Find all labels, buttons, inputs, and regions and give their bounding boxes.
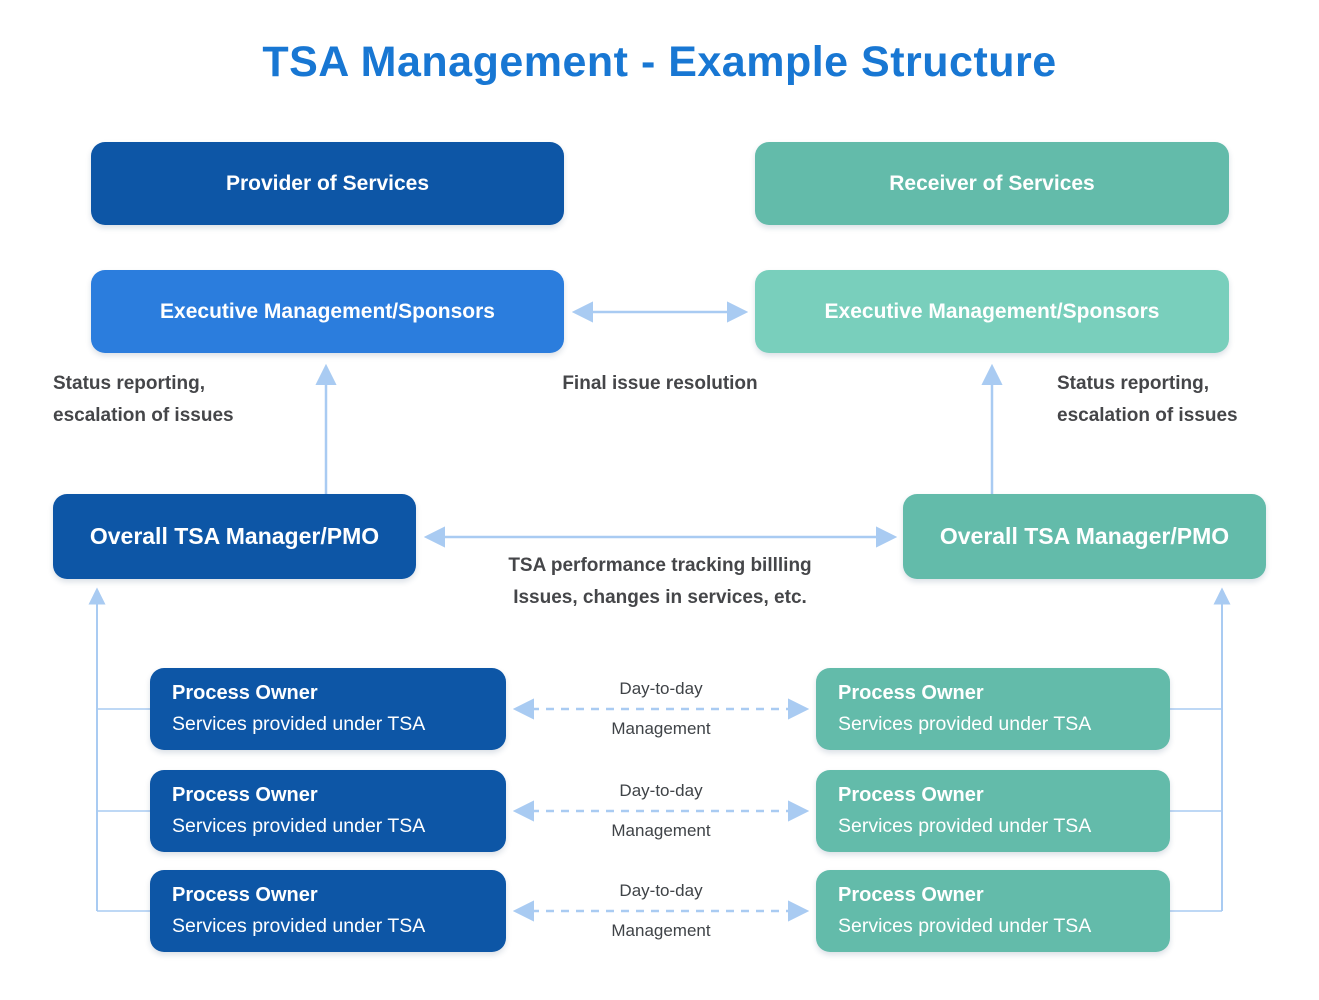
node-process-owner-provider-3: Process Owner Services provided under TS… (150, 870, 506, 952)
label-line: escalation of issues (53, 405, 234, 426)
node-executive-management-receiver: Executive Management/Sponsors (755, 270, 1229, 353)
label-day-to-day-2-top: Day-to-day (619, 781, 703, 800)
node-executive-management-provider: Executive Management/Sponsors (91, 270, 564, 353)
process-owner-subtitle: Services provided under TSA (172, 915, 426, 937)
node-process-owner-receiver-2: Process Owner Services provided under TS… (816, 770, 1170, 852)
label-line: escalation of issues (1057, 405, 1238, 426)
label-final-issue-resolution: Final issue resolution (562, 373, 758, 394)
node-receiver-of-services: Receiver of Services (755, 142, 1229, 225)
process-owner-title: Process Owner (172, 884, 318, 906)
label-line: Issues, changes in services, etc. (513, 587, 807, 608)
process-owner-subtitle: Services provided under TSA (838, 915, 1092, 937)
node-process-owner-provider-2: Process Owner Services provided under TS… (150, 770, 506, 852)
label-line: Status reporting, (53, 373, 206, 394)
node-provider-of-services: Provider of Services (91, 142, 564, 225)
label-line: Status reporting, (1057, 373, 1210, 394)
label-day-to-day-3-top: Day-to-day (619, 881, 703, 900)
label-tsa-performance-tracking: TSA performance tracking billling Issues… (430, 550, 890, 614)
label-day-to-day-1-top: Day-to-day (619, 679, 703, 698)
process-owner-title: Process Owner (172, 682, 318, 704)
label-line: TSA performance tracking billling (508, 555, 812, 576)
label-status-reporting-left: Status reporting, escalation of issues (53, 368, 234, 432)
process-owner-title: Process Owner (838, 884, 984, 906)
label-day-to-day-2-bottom: Management (611, 821, 711, 840)
process-owner-title: Process Owner (838, 682, 984, 704)
connector-process-owners-left (88, 587, 152, 912)
page-title: TSA Management - Example Structure (262, 38, 1057, 86)
node-process-owner-receiver-3: Process Owner Services provided under TS… (816, 870, 1170, 952)
label-status-reporting-right: Status reporting, escalation of issues (1057, 368, 1238, 432)
node-process-owner-provider-1: Process Owner Services provided under TS… (150, 668, 506, 750)
process-owner-title: Process Owner (172, 784, 318, 806)
node-overall-tsa-manager-provider: Overall TSA Manager/PMO (53, 494, 416, 579)
label-day-to-day-1-bottom: Management (611, 719, 711, 738)
process-owner-subtitle: Services provided under TSA (838, 713, 1092, 735)
process-owner-subtitle: Services provided under TSA (838, 815, 1092, 837)
process-owner-subtitle: Services provided under TSA (172, 713, 426, 735)
label-day-to-day-3-bottom: Management (611, 921, 711, 940)
node-overall-tsa-manager-receiver: Overall TSA Manager/PMO (903, 494, 1266, 579)
process-owner-title: Process Owner (838, 784, 984, 806)
node-process-owner-receiver-1: Process Owner Services provided under TS… (816, 668, 1170, 750)
connector-process-owners-right (1168, 587, 1231, 912)
process-owner-subtitle: Services provided under TSA (172, 815, 426, 837)
